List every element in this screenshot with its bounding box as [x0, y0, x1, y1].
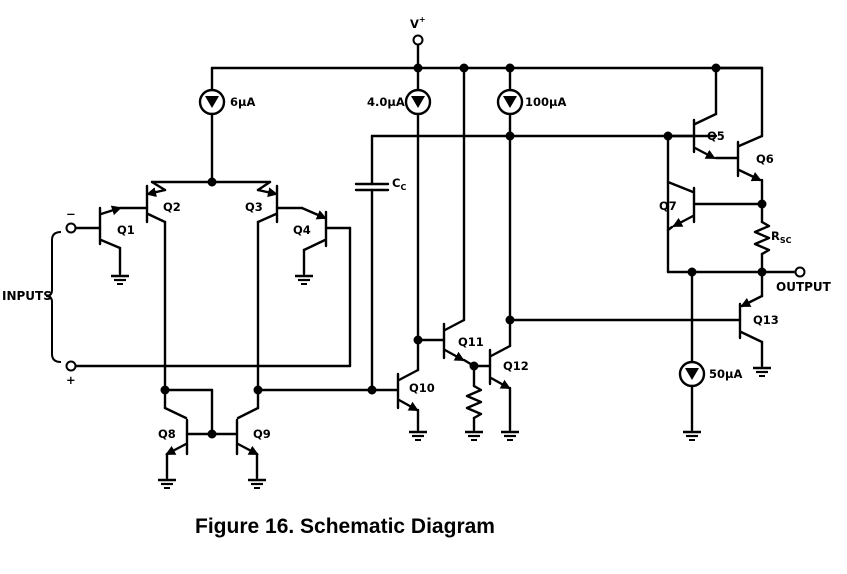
transistor-q4	[275, 206, 352, 368]
supply-rail	[210, 34, 764, 73]
label-noninverting: +	[66, 373, 76, 387]
transistor-q13	[508, 270, 773, 378]
current-source-50ua	[678, 270, 706, 442]
supply-label: V+	[410, 15, 426, 31]
current-source-100ua	[496, 66, 524, 348]
label-q1: Q1	[117, 223, 135, 237]
label-q8: Q8	[158, 427, 176, 441]
transistor-q7	[666, 134, 764, 274]
transistor-q11	[442, 66, 492, 442]
label-q7: Q7	[659, 199, 677, 213]
input-pair-emitters	[150, 177, 272, 187]
transistor-q5	[663, 66, 740, 160]
transistor-q2	[145, 180, 167, 392]
compensation-capacitor	[354, 134, 718, 392]
label-output: OUTPUT	[776, 280, 832, 294]
transistor-q3	[256, 180, 279, 392]
current-source-6ua	[198, 66, 226, 184]
mirror-q8-q9	[156, 385, 268, 490]
inputs-brace	[45, 231, 62, 363]
label-rsc: RSC	[771, 229, 792, 245]
label-q5: Q5	[707, 129, 725, 143]
transistor-q12	[488, 344, 521, 442]
figure-caption: Figure 16. Schematic Diagram	[195, 515, 495, 538]
label-q12: Q12	[503, 359, 529, 373]
label-q9: Q9	[253, 427, 271, 441]
label-q6: Q6	[756, 152, 774, 166]
supply-terminal	[412, 34, 424, 46]
transistor-q1	[74, 205, 149, 286]
label-q2: Q2	[163, 200, 181, 214]
label-cc: CC	[392, 176, 406, 192]
current-source-4ua	[404, 66, 446, 345]
noninverting-input-terminal[interactable]	[65, 360, 77, 372]
inputs	[45, 222, 352, 372]
label-4ua: 4.0μA	[367, 95, 405, 109]
label-6ua: 6μA	[230, 95, 255, 109]
label-inputs: INPUTS	[2, 289, 52, 303]
label-inverting: −	[66, 207, 76, 221]
label-q13: Q13	[753, 313, 779, 327]
resistor-rsc	[753, 202, 771, 274]
output-node	[666, 266, 806, 278]
label-q10: Q10	[409, 381, 435, 395]
label-q4: Q4	[293, 223, 311, 237]
label-100ua: 100μA	[525, 95, 566, 109]
transistor-q6	[714, 66, 767, 209]
label-q3: Q3	[245, 200, 263, 214]
transistor-q10	[256, 338, 429, 442]
label-q11: Q11	[458, 335, 484, 349]
label-50ua: 50μA	[709, 367, 742, 381]
output-terminal[interactable]	[794, 266, 806, 278]
inverting-input-terminal[interactable]	[65, 222, 77, 234]
